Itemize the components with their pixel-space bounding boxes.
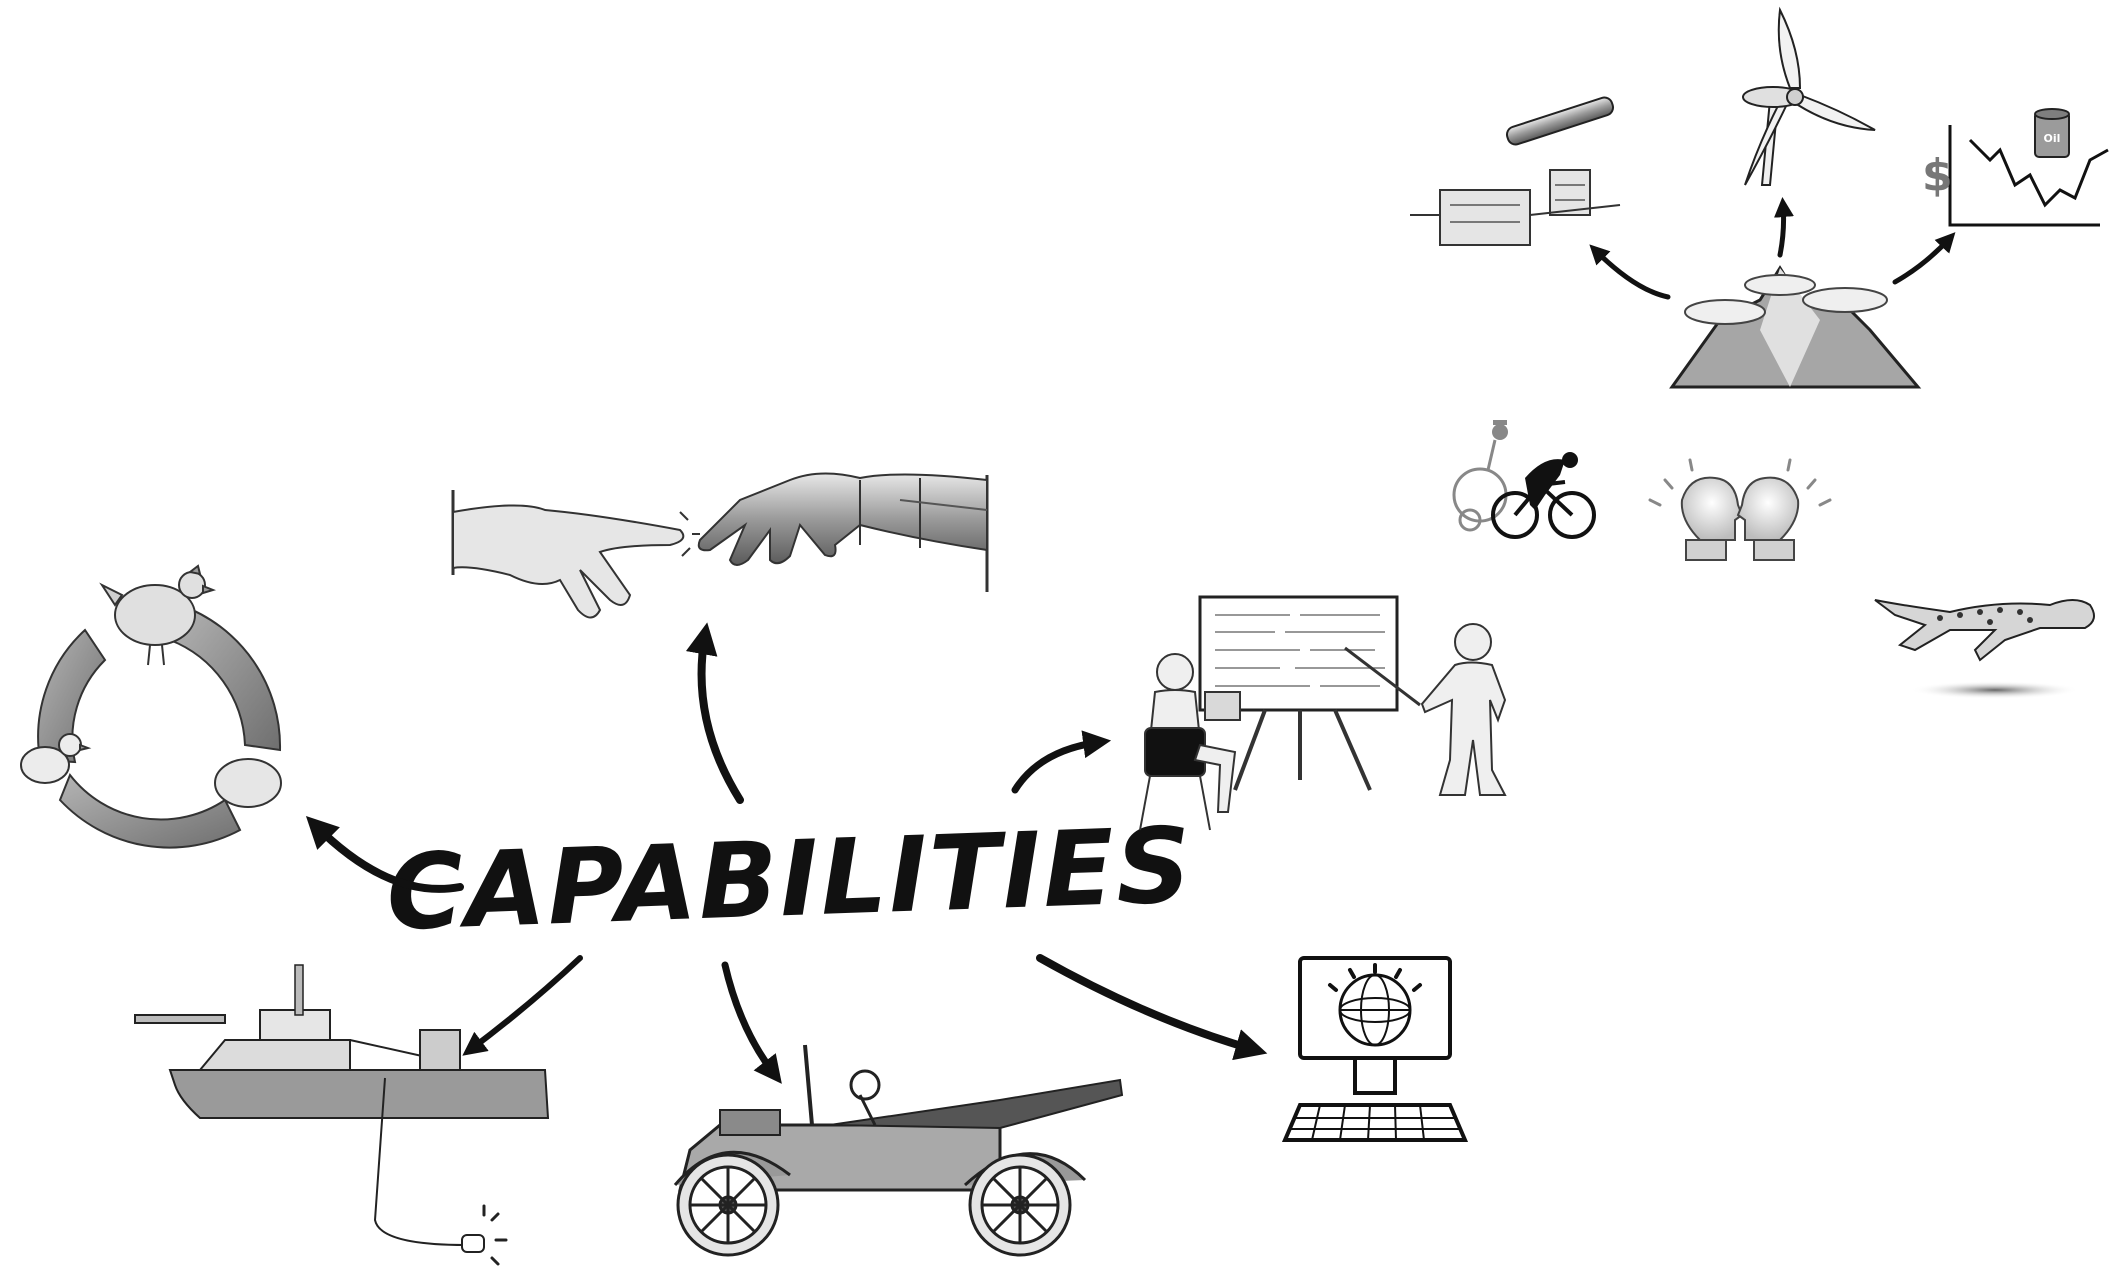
- oil-barrel-label: Oil: [2044, 132, 2061, 145]
- oil-barrel-icon: Oil: [2034, 108, 2070, 158]
- arrow-to-car: [721, 961, 782, 1084]
- cheetah-icon: [1874, 599, 2095, 699]
- offshore-ship-icon: [134, 964, 550, 1266]
- vintage-car-icon: [673, 1044, 1124, 1257]
- cyclists-icon: [1452, 420, 1596, 539]
- teacher-whiteboard-icon: [1139, 595, 1507, 831]
- arrow-to-teacher: [1011, 730, 1112, 794]
- lightbulb-heads-icon: [1648, 458, 1832, 561]
- oil-price-chart-icon: $ Oil: [1922, 108, 2109, 227]
- computer-globe-icon: [1281, 956, 1469, 1142]
- mountain-icon: [1669, 265, 1922, 389]
- arrow-to-computer: [1036, 954, 1268, 1061]
- chicken-egg-cycle-icon: [20, 564, 282, 849]
- arrow-to-cycle: [305, 815, 464, 893]
- arrow-to-ship: [462, 955, 583, 1056]
- wind-turbine-icon: [1742, 6, 1876, 186]
- human-robot-hands-icon: [451, 472, 989, 619]
- subsea-equipment-icon: [1410, 96, 1621, 246]
- arrow-mountain-to-chart: [1892, 232, 1956, 285]
- central-label-group: CAPABILITIES: [385, 804, 1195, 954]
- arrows: [305, 197, 1956, 1084]
- arrow-mountain-to-turbine: [1773, 197, 1794, 258]
- dollar-sign: $: [1922, 150, 1953, 201]
- arrow-mountain-to-subsea: [1589, 244, 1671, 300]
- arrow-to-hands: [685, 622, 744, 804]
- central-label: CAPABILITIES: [385, 804, 1195, 954]
